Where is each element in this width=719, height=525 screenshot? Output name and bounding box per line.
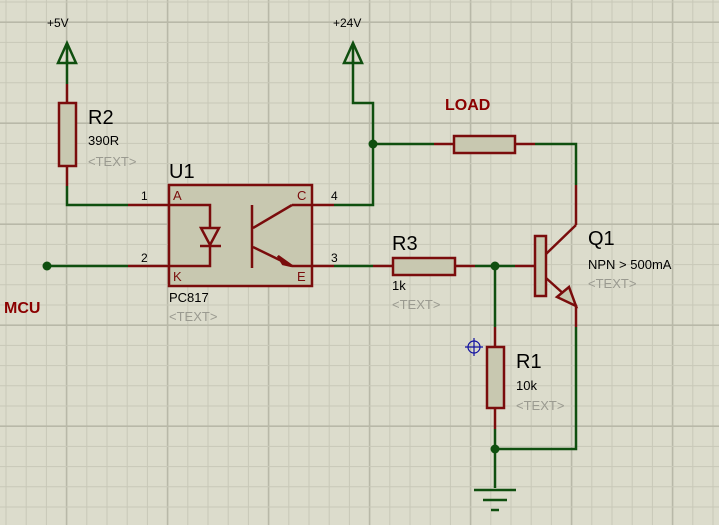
pin-k-label: K (173, 269, 182, 284)
origin-marker-icon (465, 338, 483, 356)
u1-ref: U1 (169, 161, 195, 183)
resistor-body (485, 345, 506, 410)
optocoupler-u1[interactable]: A K C E 1 2 4 3 U1 PC817 <TEXT> (128, 161, 338, 324)
pin-1-label: 1 (141, 189, 148, 203)
q1-text: <TEXT> (588, 276, 636, 291)
resistor-r3[interactable]: R3 1k <TEXT> (373, 233, 475, 312)
resistor-r2[interactable]: R2 390R <TEXT> (57, 84, 136, 186)
r1-value: 10k (516, 378, 537, 393)
wires (47, 60, 578, 488)
r1-ref: R1 (516, 351, 542, 373)
power-24v[interactable]: +24V (333, 16, 364, 65)
junction-dot (490, 261, 500, 271)
u1-value: PC817 (169, 290, 209, 305)
wire-r2-pin1 (65, 186, 128, 207)
pin-e-label: E (297, 269, 306, 284)
load-resistor[interactable]: LOAD (434, 97, 535, 155)
q1-ref: Q1 (588, 228, 615, 250)
pin-c-label: C (297, 188, 306, 203)
wire-load-q1 (535, 142, 578, 185)
u1-text: <TEXT> (169, 309, 217, 324)
u1-body (167, 183, 314, 288)
wire-24v-pin4 (334, 144, 375, 207)
r2-ref: R2 (88, 107, 114, 129)
r3-text: <TEXT> (392, 297, 440, 312)
power-5v-label: +5V (47, 16, 69, 30)
r2-text: <TEXT> (88, 154, 136, 169)
transistor-base-bar (533, 234, 548, 298)
r2-value: 390R (88, 133, 119, 148)
resistor-body (452, 134, 517, 155)
ground-icon[interactable] (474, 488, 516, 512)
resistor-r1[interactable]: R1 10k <TEXT> (485, 327, 564, 429)
led-diode-icon (198, 226, 222, 248)
wire-24v (351, 60, 375, 144)
power-24v-label: +24V (333, 16, 361, 30)
pin-2-label: 2 (141, 251, 148, 265)
junction-dot (490, 444, 500, 454)
emitter-arrow-icon (554, 284, 579, 309)
r1-text: <TEXT> (516, 398, 564, 413)
transistor-q1[interactable]: Q1 NPN > 500mA <TEXT> (515, 185, 672, 327)
junction-dot (368, 139, 378, 149)
q1-value: NPN > 500mA (588, 257, 672, 272)
resistor-body (391, 256, 457, 277)
pin-a-label: A (173, 188, 182, 203)
mcu-label: MCU (4, 300, 40, 317)
r3-value: 1k (392, 278, 406, 293)
pin-4-label: 4 (331, 189, 338, 203)
load-label: LOAD (445, 97, 490, 114)
phototransistor-icon (250, 203, 312, 268)
pin-3-label: 3 (331, 251, 338, 265)
junctions (42, 139, 500, 454)
resistor-body (57, 101, 78, 168)
mcu-terminal-dot[interactable] (42, 261, 52, 271)
r3-ref: R3 (392, 233, 418, 255)
power-5v[interactable]: +5V (47, 16, 78, 65)
wire-emitter-gnd (495, 327, 578, 451)
